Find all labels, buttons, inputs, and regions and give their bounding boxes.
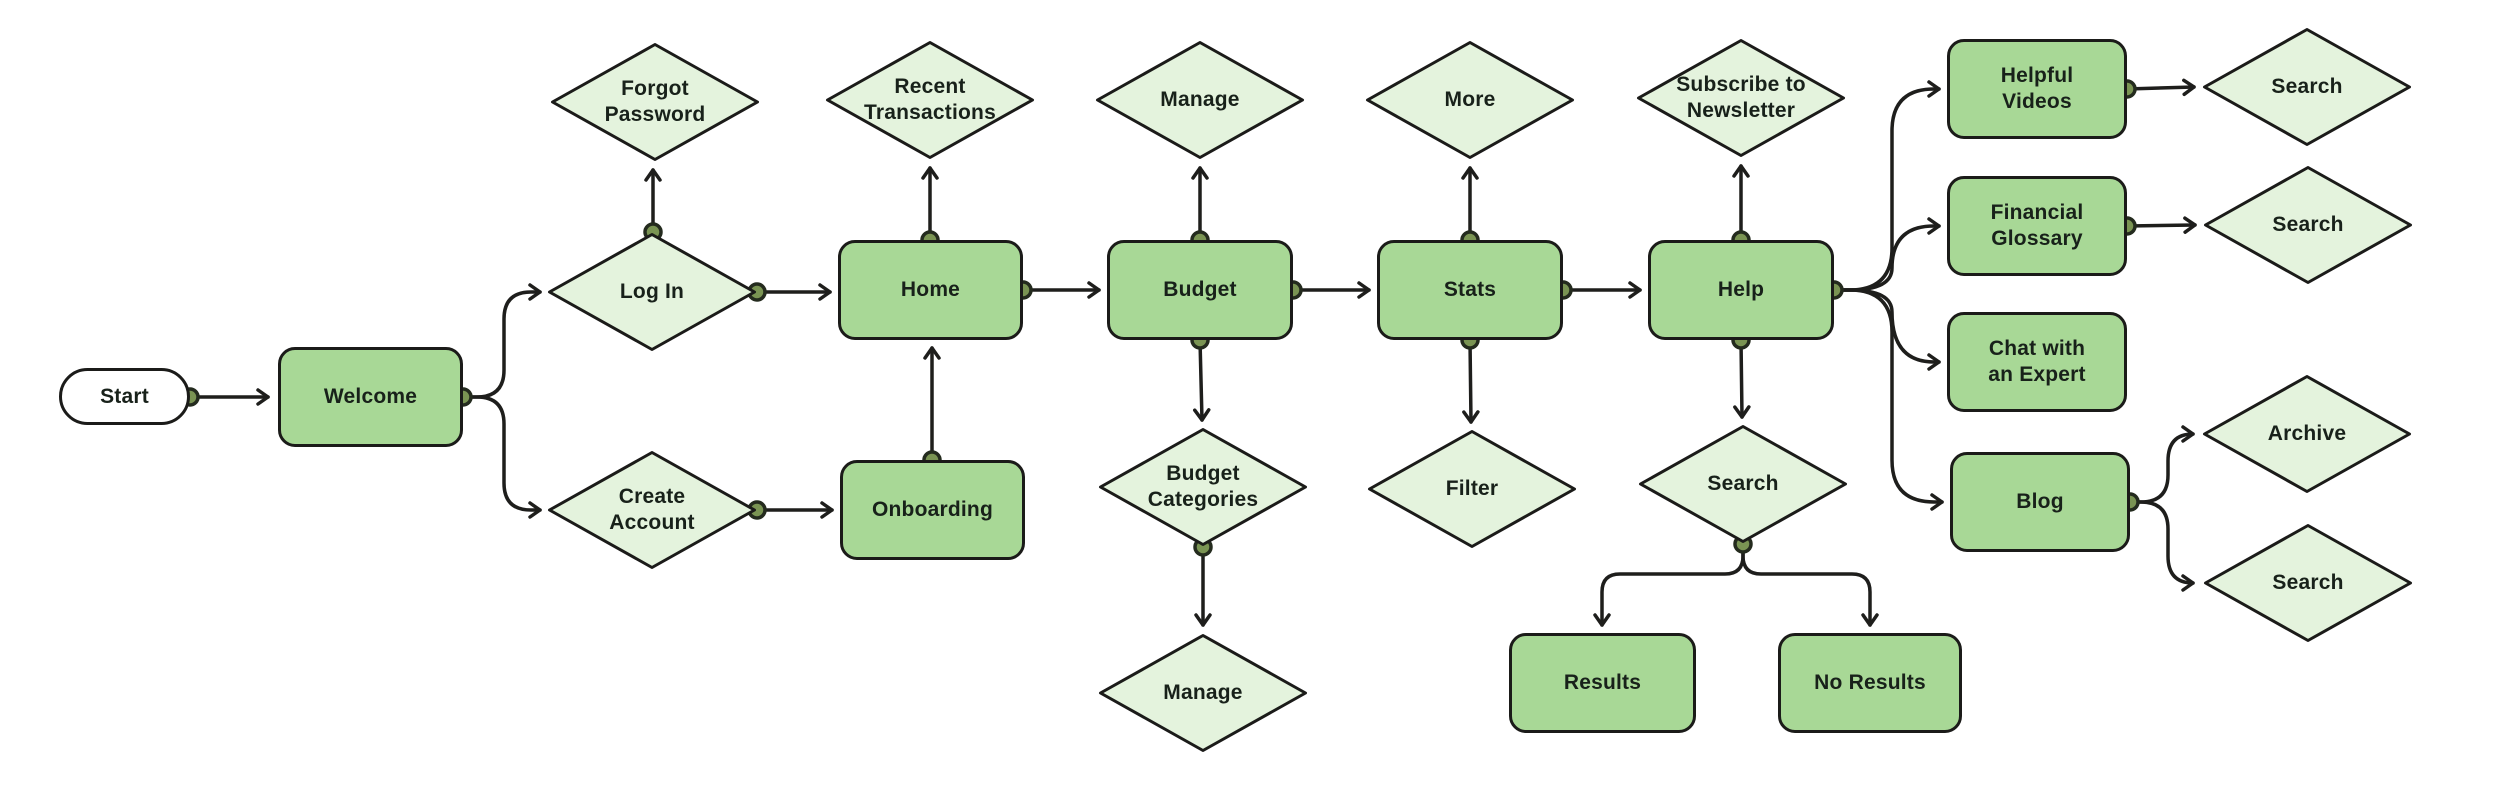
node-help-label: Help (1717, 278, 1765, 302)
node-forgot-password[interactable]: Forgot Password (550, 42, 760, 162)
node-financial-glossary-label: Financial Glossary (1990, 201, 2084, 250)
node-filter-label: Filter (1445, 477, 1499, 501)
node-budget[interactable]: Budget (1107, 240, 1293, 340)
node-help[interactable]: Help (1648, 240, 1834, 340)
node-budget-categories-label: Budget Categories (1147, 462, 1259, 511)
node-chat-expert[interactable]: Chat with an Expert (1947, 312, 2127, 412)
edge-help-helpful-videos (1832, 80, 1941, 292)
edge-search-results (1593, 542, 1745, 627)
node-search-help-label: Search (1707, 472, 1779, 496)
node-search-blog[interactable]: Search (2203, 523, 2413, 643)
diamond-shape (548, 451, 756, 569)
node-start[interactable]: Start (59, 368, 190, 425)
node-recent-transactions[interactable]: Recent Transactions (825, 40, 1035, 160)
edge-help-search (1733, 338, 1751, 419)
node-manage-budget[interactable]: Manage (1095, 40, 1305, 160)
node-create-account-label: Create Account (609, 485, 695, 534)
node-onboarding[interactable]: Onboarding (840, 460, 1025, 560)
edge-budget-budget-categories (1193, 338, 1211, 422)
diamond-shape (1099, 428, 1307, 546)
diamond-shape (2203, 28, 2411, 146)
node-helpful-videos[interactable]: Helpful Videos (1947, 39, 2127, 139)
edge-search-no-results (1741, 542, 1879, 627)
edge-welcome-create-account (461, 395, 542, 519)
node-no-results-label: No Results (1814, 671, 1926, 695)
node-home[interactable]: Home (838, 240, 1023, 340)
node-onboarding-label: Onboarding (872, 498, 993, 522)
node-helpful-videos-label: Helpful Videos (2000, 64, 2074, 113)
edge-financial-glossary-search (2125, 216, 2197, 234)
node-search-blog-label: Search (2272, 571, 2344, 595)
node-blog[interactable]: Blog (1950, 452, 2130, 552)
node-stats-label: Stats (1443, 278, 1497, 302)
diamond-shape (548, 233, 756, 351)
node-manage-budget-label: Manage (1160, 88, 1240, 112)
edge-blog-archive (2128, 425, 2195, 504)
diamond-shape (1637, 39, 1845, 157)
diamond-shape (826, 41, 1034, 159)
node-welcome[interactable]: Welcome (278, 347, 463, 447)
node-no-results[interactable]: No Results (1778, 633, 1962, 733)
node-welcome-label: Welcome (323, 385, 418, 409)
node-more[interactable]: More (1365, 40, 1575, 160)
node-start-label: Start (100, 384, 149, 408)
edge-helpful-videos-search (2125, 78, 2196, 97)
edge-help-chat-expert (1832, 288, 1941, 371)
node-budget-categories[interactable]: Budget Categories (1098, 427, 1308, 547)
node-results[interactable]: Results (1509, 633, 1696, 733)
node-forgot-password-label: Forgot Password (604, 77, 706, 126)
diamond-shape (551, 43, 759, 161)
node-blog-label: Blog (2016, 490, 2064, 514)
node-manage-categories[interactable]: Manage (1098, 633, 1308, 753)
node-recent-transactions-label: Recent Transactions (864, 75, 996, 124)
diamond-shape (1366, 41, 1574, 159)
node-search-videos-label: Search (2271, 75, 2343, 99)
node-more-label: More (1444, 88, 1496, 112)
node-results-label: Results (1563, 671, 1642, 695)
node-home-label: Home (900, 278, 961, 302)
edge-stats-filter (1462, 338, 1480, 424)
node-search-videos[interactable]: Search (2202, 27, 2412, 147)
node-search-help[interactable]: Search (1638, 424, 1848, 544)
node-archive-label: Archive (2267, 422, 2347, 446)
node-archive[interactable]: Archive (2202, 374, 2412, 494)
edge-blog-search (2128, 500, 2195, 592)
edge-welcome-login (461, 283, 542, 399)
diamond-shape (2203, 375, 2411, 493)
node-financial-glossary[interactable]: Financial Glossary (1947, 176, 2127, 276)
node-search-glossary-label: Search (2272, 213, 2344, 237)
diamond-shape (1096, 41, 1304, 159)
node-create-account[interactable]: Create Account (547, 450, 757, 570)
node-budget-label: Budget (1163, 278, 1237, 302)
node-chat-expert-label: Chat with an Expert (1988, 337, 2086, 386)
node-login-label: Log In (619, 280, 685, 304)
diamond-shape (2204, 166, 2412, 284)
node-subscribe-newsletter-label: Subscribe to Newsletter (1676, 73, 1806, 122)
node-filter[interactable]: Filter (1367, 429, 1577, 549)
diamond-shape (1639, 425, 1847, 543)
node-stats[interactable]: Stats (1377, 240, 1563, 340)
diamond-shape (1099, 634, 1307, 752)
node-login[interactable]: Log In (547, 232, 757, 352)
node-manage-categories-label: Manage (1163, 681, 1243, 705)
diamond-shape (2204, 524, 2412, 642)
node-search-glossary[interactable]: Search (2203, 165, 2413, 285)
edge-help-blog (1832, 288, 1944, 511)
diamond-shape (1368, 430, 1576, 548)
node-subscribe-newsletter[interactable]: Subscribe to Newsletter (1636, 38, 1846, 158)
edge-help-financial-glossary (1832, 217, 1941, 292)
